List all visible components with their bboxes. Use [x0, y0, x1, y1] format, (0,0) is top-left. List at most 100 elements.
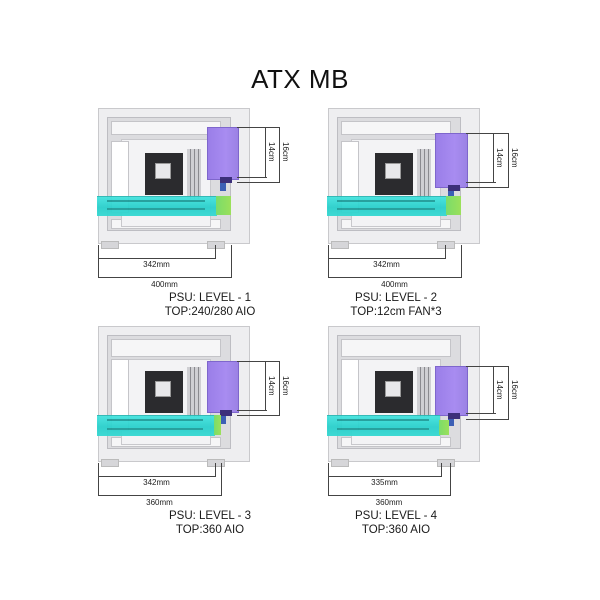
psu-block	[435, 366, 468, 416]
psu-14cm-line	[265, 127, 266, 178]
cpu-socket	[385, 163, 401, 179]
case-length-tick	[231, 245, 232, 278]
case-foot-left	[331, 241, 349, 249]
psu-16cm-line	[508, 366, 509, 420]
case-length-line	[328, 495, 450, 496]
gpu-length-tick	[215, 463, 216, 477]
psu-dim-line-top	[466, 133, 508, 134]
psu-dim-line-bottom-inner	[466, 182, 496, 183]
case-length-line	[98, 495, 221, 496]
ram-slots	[187, 149, 201, 199]
psu-14cm-line	[265, 361, 266, 411]
gpu-block	[327, 196, 447, 216]
psu-dim-line-bottom-outer	[466, 187, 508, 188]
gpu-length-line	[98, 476, 215, 477]
psu-height-outer: 16cm	[510, 380, 519, 400]
psu-height-inner: 14cm	[267, 142, 276, 162]
top-fan-bracket	[341, 121, 451, 135]
config-panel-level-2: 14cm 16cm 342mm 400mm PSU: LEVEL - 2 TOP…	[320, 100, 600, 330]
psu-dim-line-top	[237, 361, 279, 362]
psu-height-outer: 16cm	[281, 142, 290, 162]
psu-dim-line-bottom-inner	[237, 177, 267, 178]
top-fan-bracket	[111, 339, 221, 357]
gpu-length-tick	[445, 245, 446, 259]
psu-dim-line-bottom-outer	[237, 415, 279, 416]
psu-cable	[220, 183, 226, 191]
top-support-label: TOP:360 AIO	[361, 524, 431, 536]
gpu-length-tick	[441, 463, 442, 477]
psu-height-inner: 14cm	[495, 380, 504, 400]
psu-height-outer: 16cm	[510, 148, 519, 168]
ram-slots	[417, 367, 431, 417]
gpu-block	[97, 196, 217, 216]
gpu-fin	[337, 208, 435, 210]
gpu-fin	[107, 200, 205, 202]
cpu-socket	[155, 381, 171, 397]
ram-slots	[417, 149, 431, 199]
psu-block	[207, 361, 239, 413]
case-length-tick	[461, 245, 462, 278]
case-length-tick	[221, 463, 222, 496]
gpu-length-tick	[215, 245, 216, 259]
psu-height-inner: 14cm	[495, 148, 504, 168]
gpu-extension	[439, 420, 449, 435]
config-panel-level-4: 14cm 16cm 335mm 360mm PSU: LEVEL - 4 TOP…	[320, 318, 600, 548]
gpu-fin	[337, 419, 429, 421]
gpu-length: 342mm	[143, 260, 170, 269]
config-panel-level-3: 14cm 16cm 342mm 360mm PSU: LEVEL - 3 TOP…	[90, 318, 370, 548]
top-support-label: TOP:240/280 AIO	[164, 306, 256, 318]
case-foot-left	[101, 241, 119, 249]
psu-block	[435, 133, 468, 188]
psu-16cm-line	[279, 361, 280, 416]
case-foot-right	[437, 459, 455, 467]
psu-cable	[220, 416, 226, 424]
gpu-length: 335mm	[371, 478, 398, 487]
gpu-length: 342mm	[373, 260, 400, 269]
psu-connector	[220, 177, 232, 183]
psu-level-label: PSU: LEVEL - 2	[354, 292, 438, 304]
ram-slots	[187, 367, 201, 417]
case-foot-right	[437, 241, 455, 249]
gpu-length: 342mm	[143, 478, 170, 487]
psu-dim-line-bottom-outer	[466, 419, 508, 420]
cpu-socket	[385, 381, 401, 397]
psu-height-inner: 14cm	[267, 376, 276, 396]
gpu-fin	[107, 419, 203, 421]
psu-level-label: PSU: LEVEL - 1	[168, 292, 252, 304]
top-fan-bracket	[341, 339, 451, 357]
case-length: 360mm	[146, 498, 173, 507]
gpu-extension	[446, 196, 461, 215]
psu-dim-line-top	[237, 127, 279, 128]
case-length-line	[328, 277, 461, 278]
psu-dim-line-bottom-inner	[237, 410, 267, 411]
top-support-label: TOP:360 AIO	[175, 524, 245, 536]
psu-cable	[448, 419, 454, 426]
case-foot-right	[207, 459, 225, 467]
gpu-length-line	[328, 476, 441, 477]
gpu-extension	[216, 196, 231, 215]
psu-connector	[448, 413, 460, 419]
psu-14cm-line	[493, 133, 494, 183]
cpu-socket	[155, 163, 171, 179]
psu-14cm-line	[493, 366, 494, 414]
top-fan-bracket	[111, 121, 221, 135]
psu-cable	[448, 191, 454, 197]
gpu-fin	[107, 428, 203, 430]
psu-16cm-line	[508, 133, 509, 188]
gpu-length-line	[328, 258, 445, 259]
psu-dim-line-bottom-outer	[237, 182, 279, 183]
case-length-tick	[450, 463, 451, 496]
gpu-length-line	[98, 258, 215, 259]
psu-connector	[448, 185, 460, 191]
psu-dim-line-top	[466, 366, 508, 367]
gpu-block	[97, 415, 215, 436]
dim-origin-tick	[328, 463, 329, 496]
gpu-block	[327, 415, 440, 436]
psu-dim-line-bottom-inner	[466, 413, 496, 414]
case-foot-left	[331, 459, 349, 467]
case-length: 400mm	[381, 280, 408, 289]
psu-level-label: PSU: LEVEL - 4	[354, 510, 438, 522]
gpu-extension	[214, 415, 221, 435]
gpu-fin	[107, 208, 205, 210]
psu-height-outer: 16cm	[281, 376, 290, 396]
